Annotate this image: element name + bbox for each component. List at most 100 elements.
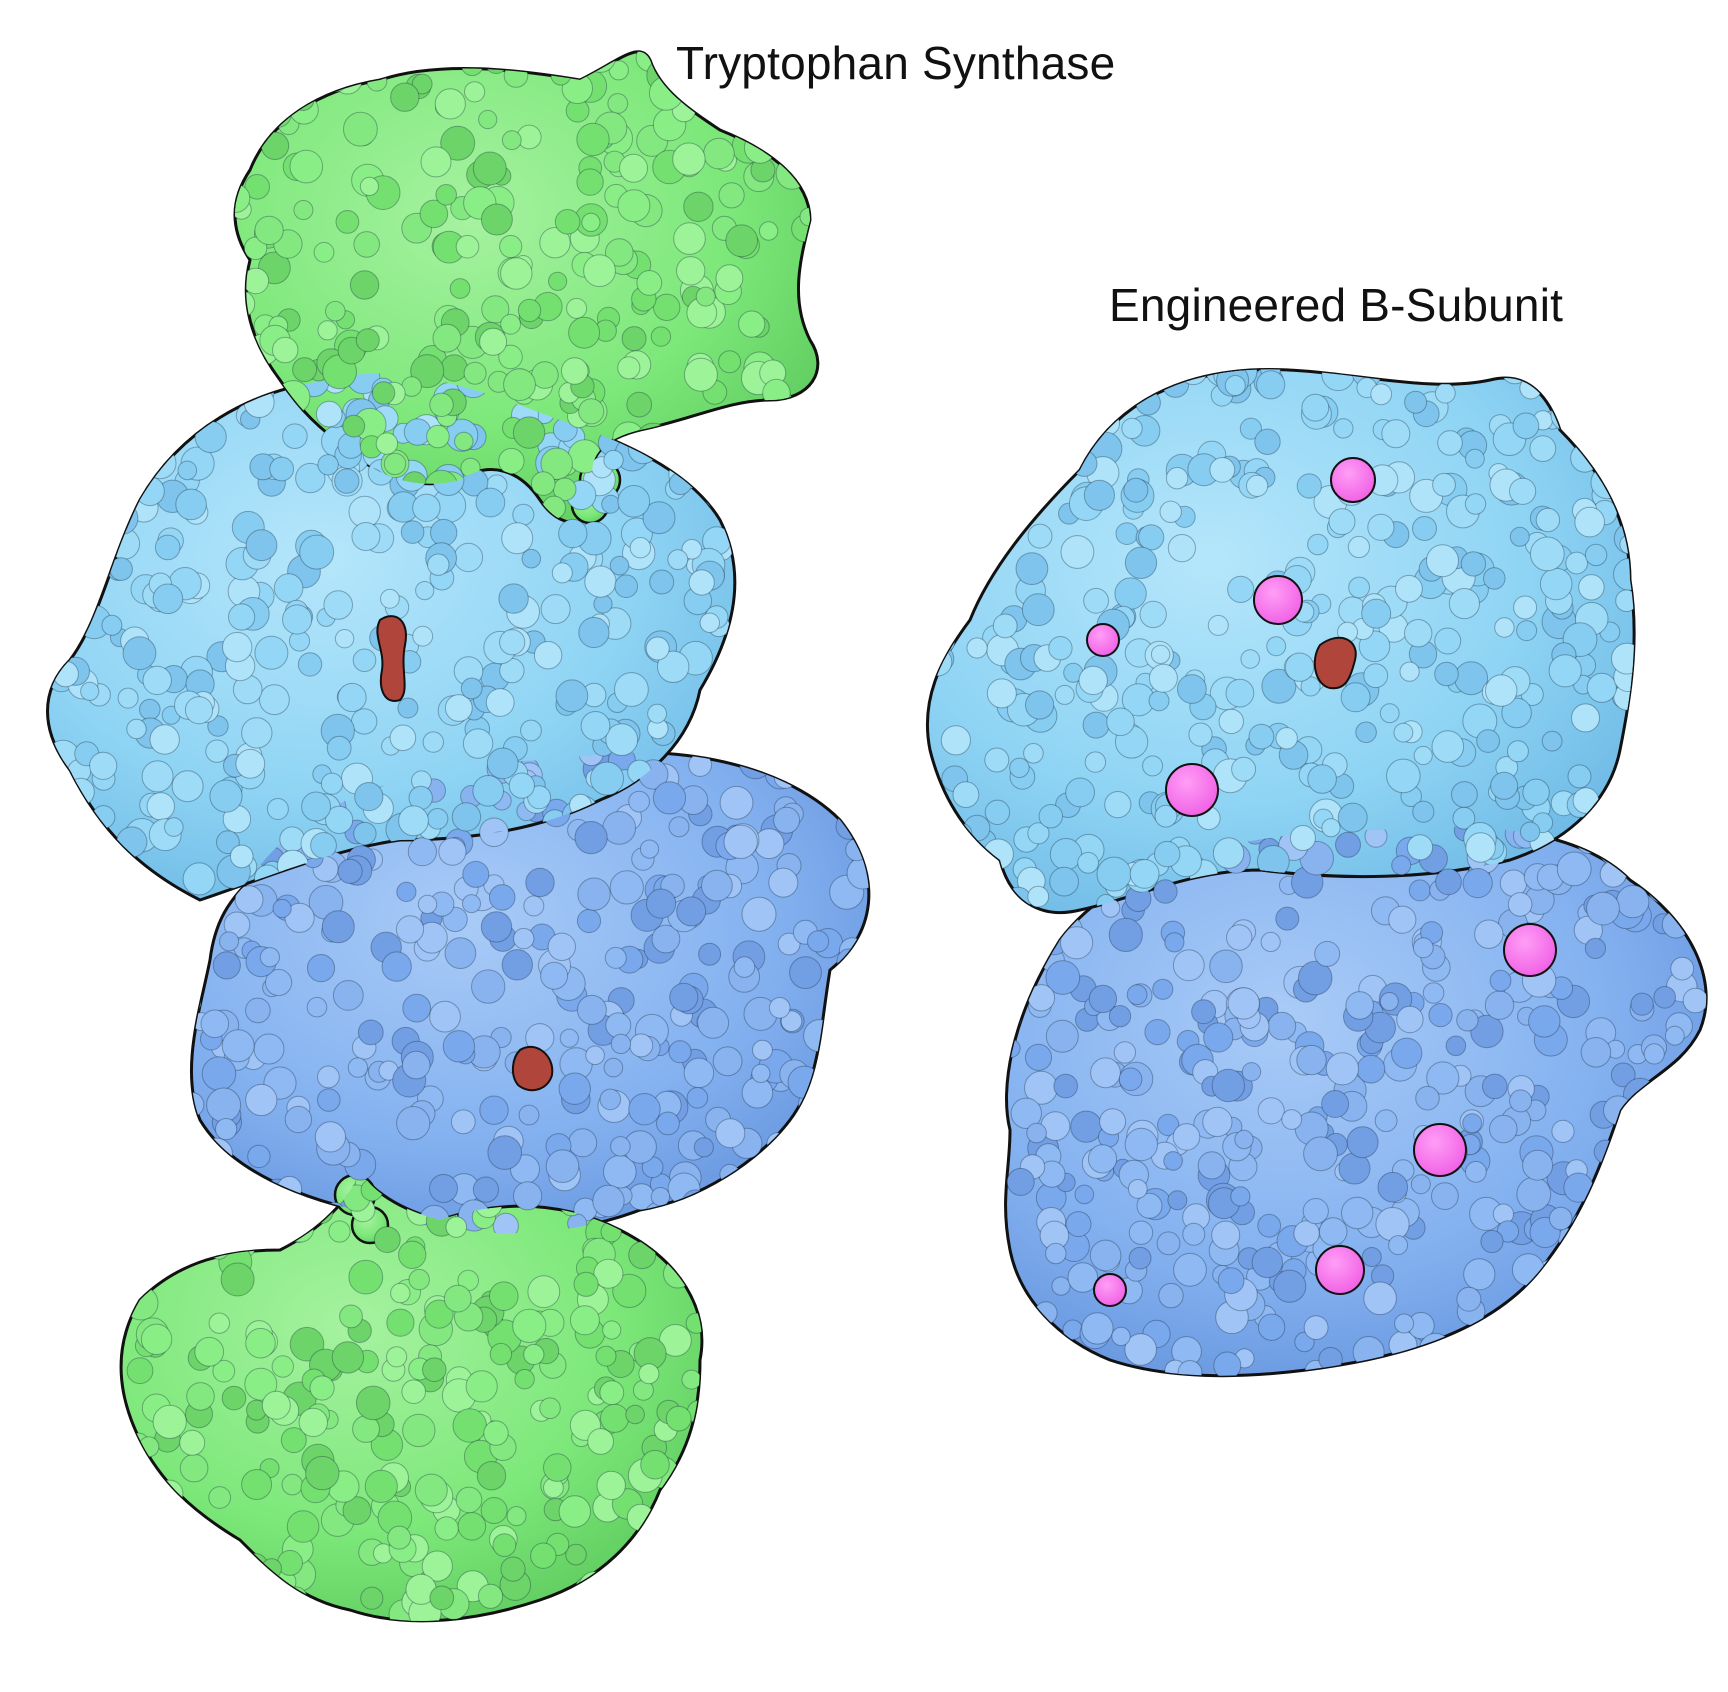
atom (166, 1574, 197, 1605)
atom (478, 109, 498, 130)
atom (797, 1122, 827, 1152)
atom (605, 238, 634, 267)
atom (381, 951, 412, 982)
atom (816, 1074, 838, 1096)
atom (220, 1262, 255, 1297)
atom (1574, 506, 1605, 538)
atom (568, 1128, 598, 1158)
atom (521, 548, 542, 569)
atom (380, 588, 400, 609)
atom (1572, 1339, 1603, 1370)
atom (617, 485, 651, 518)
eng-lower-atoms (1005, 826, 1707, 1376)
atom (1257, 1313, 1286, 1341)
atom (1154, 804, 1178, 828)
atom (1226, 924, 1253, 951)
atom (539, 1397, 561, 1419)
atom (1266, 636, 1287, 657)
atom (298, 1407, 328, 1438)
atom (397, 697, 419, 719)
atom (463, 361, 487, 385)
atom (395, 915, 425, 944)
atom (1578, 574, 1605, 601)
atom (331, 1341, 365, 1374)
atom (710, 708, 735, 738)
atom (1465, 832, 1496, 863)
atom (244, 1367, 278, 1401)
atom (665, 1208, 694, 1237)
atom (129, 1243, 154, 1267)
atom (1489, 969, 1512, 992)
atom (1682, 987, 1707, 1014)
atom (144, 1200, 173, 1229)
atom (284, 1105, 313, 1134)
atom (1077, 851, 1099, 874)
atom (149, 724, 180, 755)
atom (59, 400, 90, 431)
atom (1355, 721, 1377, 744)
atom (1431, 730, 1465, 763)
atom (668, 1040, 692, 1064)
atom (577, 877, 611, 911)
atom (479, 817, 509, 848)
atom (398, 805, 429, 837)
atom (576, 168, 604, 196)
atom (1307, 533, 1329, 556)
atom (1340, 682, 1371, 713)
atom (506, 1506, 527, 1527)
atom (769, 448, 801, 480)
atom (280, 1427, 307, 1454)
atom (334, 629, 355, 649)
atom (1083, 587, 1109, 614)
atom (530, 471, 556, 496)
atom (122, 636, 157, 671)
atom (265, 1597, 297, 1621)
atom (476, 1461, 507, 1491)
atom (1293, 1220, 1320, 1247)
atom (679, 1222, 702, 1255)
atom (604, 946, 627, 969)
atom (1642, 834, 1665, 856)
atom (1474, 919, 1504, 949)
atom (1512, 412, 1540, 440)
atom (570, 1594, 605, 1621)
atom (835, 812, 863, 840)
atom (1664, 1025, 1685, 1046)
atom (499, 234, 523, 259)
atom (1031, 410, 1053, 432)
atom (1281, 1109, 1303, 1130)
atom (762, 378, 791, 408)
atom (1489, 1114, 1518, 1144)
atom (1379, 992, 1399, 1011)
atom (85, 882, 116, 901)
atom (1182, 1222, 1206, 1246)
atom (1361, 1247, 1382, 1267)
atom (1341, 1196, 1374, 1230)
atom (492, 1212, 519, 1234)
atom (954, 378, 979, 403)
atom (719, 785, 754, 820)
atom (1027, 822, 1050, 845)
atom (483, 1420, 509, 1446)
atom (1658, 1107, 1694, 1143)
atom (600, 1403, 630, 1433)
atom (371, 381, 396, 405)
atom (1616, 884, 1650, 919)
atom (245, 529, 278, 562)
atom (1585, 1260, 1605, 1281)
atom (578, 1571, 612, 1605)
atom (964, 422, 994, 452)
atom (498, 583, 529, 614)
atom (989, 469, 1016, 495)
atom (501, 522, 534, 555)
tryptophan-synthase-molecule (46, 50, 871, 1623)
atom (286, 1510, 320, 1543)
atom (422, 1357, 447, 1382)
atom (1499, 1358, 1520, 1376)
atom (1345, 991, 1374, 1020)
atom (309, 1375, 335, 1401)
atom (488, 884, 516, 911)
atom (440, 354, 468, 382)
atom (1356, 1054, 1386, 1084)
atom (715, 264, 744, 293)
